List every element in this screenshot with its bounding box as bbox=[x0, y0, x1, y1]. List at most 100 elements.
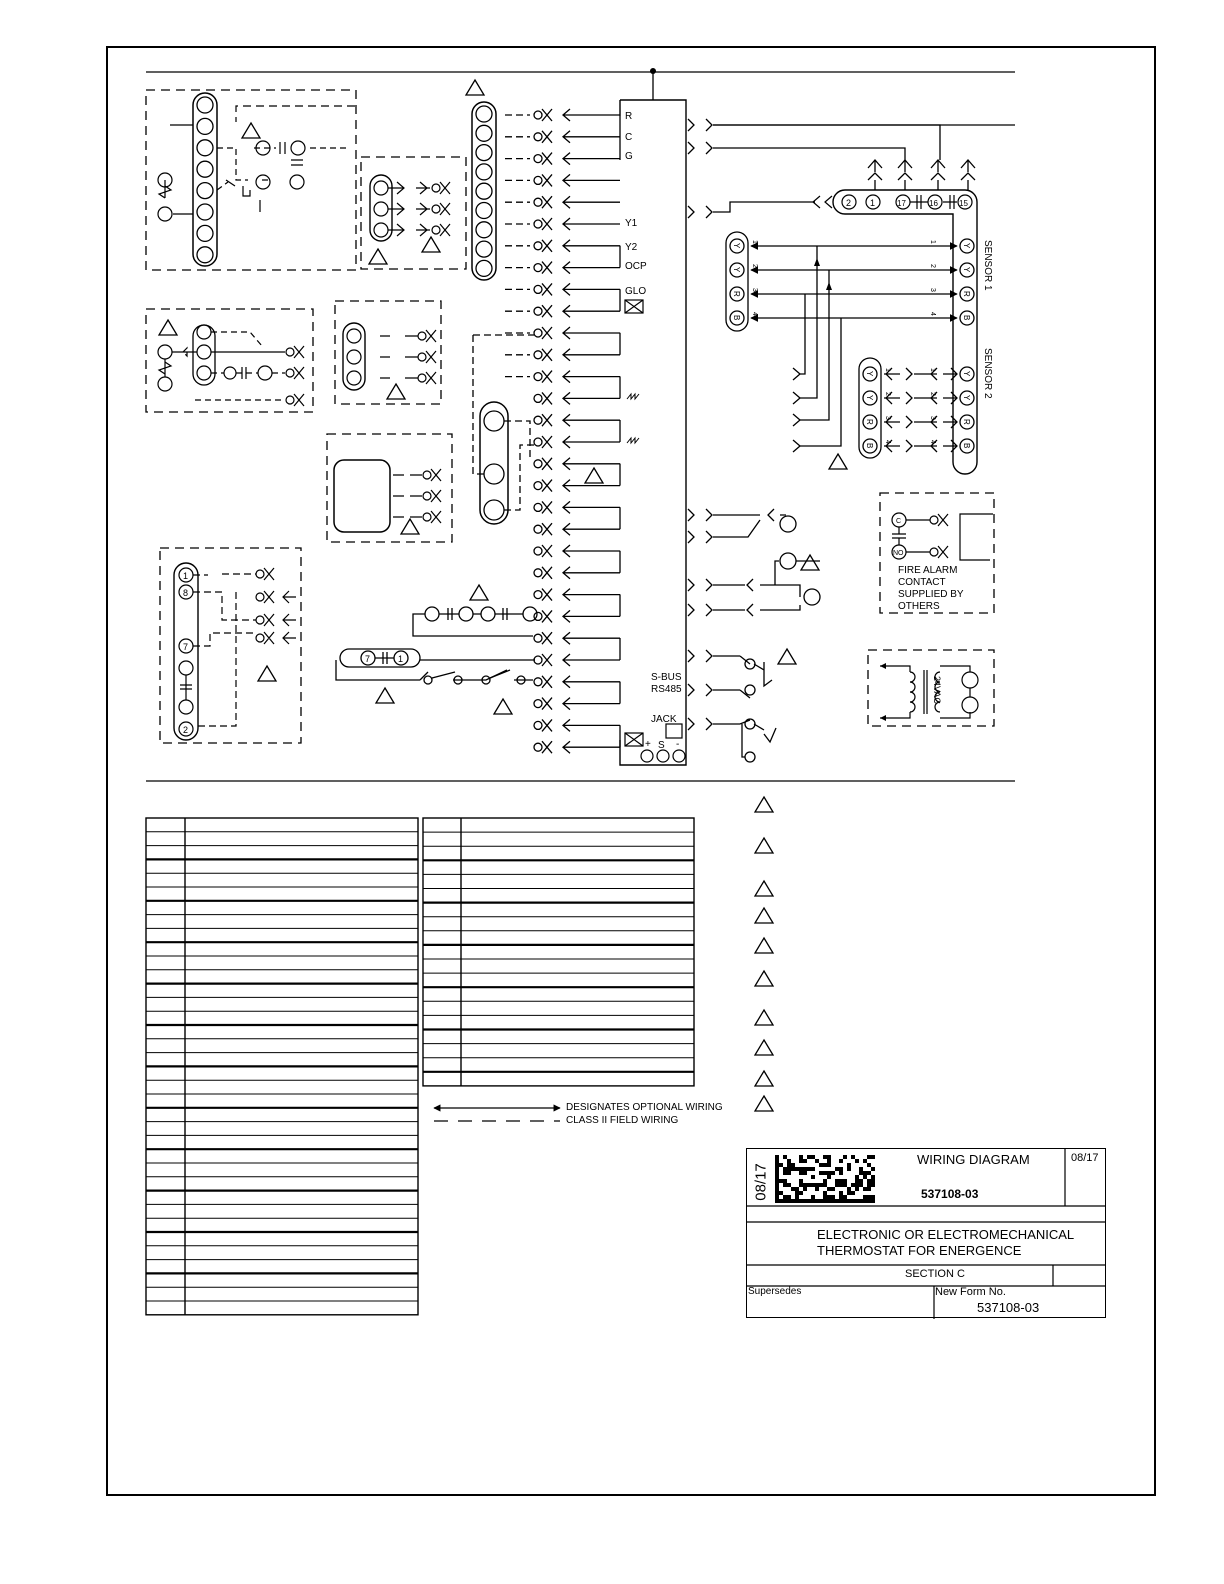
barcode-cell bbox=[779, 1191, 783, 1195]
fork-terminal-mark bbox=[541, 479, 553, 493]
barcode-cell bbox=[851, 1199, 855, 1203]
fork-terminal bbox=[533, 568, 543, 578]
barcode-cell bbox=[843, 1183, 847, 1187]
barcode-cell bbox=[775, 1163, 779, 1167]
barcode-cell bbox=[843, 1179, 847, 1183]
barcode-cell bbox=[867, 1155, 871, 1159]
barcode-cell bbox=[787, 1167, 791, 1171]
title-block-date-rotated: 08/17 bbox=[752, 1163, 770, 1201]
sensor-wire-arrow bbox=[885, 439, 958, 453]
board-lead bbox=[562, 108, 620, 122]
sensor-wire-arrow bbox=[885, 391, 958, 405]
barcode-cell bbox=[815, 1183, 819, 1187]
board-lead bbox=[562, 304, 620, 318]
barcode-cell bbox=[827, 1155, 831, 1159]
fork-terminal-mark bbox=[541, 108, 553, 122]
barcode-cell bbox=[827, 1187, 831, 1191]
glo-box bbox=[624, 299, 686, 763]
board-lead bbox=[562, 740, 620, 754]
legend-optional-wiring: DESIGNATES OPTIONAL WIRING bbox=[566, 1102, 723, 1113]
fork-terminal-mark bbox=[541, 304, 553, 318]
fire-alarm-no: NO bbox=[893, 550, 904, 557]
fork-terminal bbox=[533, 480, 543, 491]
barcode-cell bbox=[799, 1191, 803, 1195]
barcode-cell bbox=[779, 1199, 783, 1203]
terminal-sbus: S-BUS bbox=[651, 672, 682, 683]
board-lead bbox=[562, 152, 620, 166]
fork-terminal bbox=[533, 262, 543, 273]
board-lead bbox=[562, 544, 620, 558]
barcode-cell bbox=[783, 1199, 787, 1203]
barcode-cell bbox=[783, 1195, 787, 1199]
board-lead bbox=[562, 173, 620, 187]
barcode-cell bbox=[775, 1179, 779, 1183]
fork-terminal-mark bbox=[541, 457, 553, 471]
fork-terminal-mark bbox=[541, 152, 553, 166]
board-lead bbox=[562, 500, 620, 514]
terminal-g: G bbox=[625, 151, 633, 162]
barcode-cell bbox=[867, 1195, 871, 1199]
fork-terminal bbox=[533, 720, 543, 731]
sensor-1-left-strip bbox=[725, 231, 749, 332]
sensor-terminal-right bbox=[959, 310, 975, 326]
barcode-cell bbox=[827, 1175, 831, 1179]
barcode-cell bbox=[855, 1187, 859, 1191]
sensor-wire-letter: R bbox=[865, 419, 874, 425]
barcode-cell bbox=[859, 1171, 863, 1175]
fork-terminal-mark bbox=[541, 435, 553, 449]
blower-connector-pin bbox=[196, 96, 214, 114]
barcode-cell bbox=[803, 1171, 807, 1175]
sensor-terminal-left bbox=[862, 438, 878, 454]
strip-pin-2: 2 bbox=[846, 198, 851, 208]
sensor-terminal-left bbox=[729, 238, 745, 254]
barcode-cell bbox=[863, 1199, 867, 1203]
barcode-cell bbox=[831, 1199, 835, 1203]
chain-pin-1: 1 bbox=[398, 654, 403, 664]
barcode-cell bbox=[859, 1167, 863, 1171]
board-lead bbox=[562, 675, 620, 689]
board-lead bbox=[562, 609, 620, 623]
sensor-wire-number: 4 bbox=[884, 440, 891, 444]
fork-terminal-mark bbox=[541, 391, 553, 405]
sensor-terminal-right bbox=[959, 262, 975, 278]
sensor-wire-letter: Y bbox=[962, 267, 971, 273]
barcode-cell bbox=[843, 1195, 847, 1199]
terminal-ocp: OCP bbox=[625, 261, 647, 272]
fork-terminal-mark bbox=[541, 282, 553, 296]
barcode-cell bbox=[851, 1183, 855, 1187]
fork-terminal-mark bbox=[541, 631, 553, 645]
barcode-cell bbox=[839, 1171, 843, 1175]
sensor-terminal-left bbox=[729, 262, 745, 278]
barcode-cell bbox=[839, 1183, 843, 1187]
barcode-cell bbox=[827, 1199, 831, 1203]
fork-terminal-mark bbox=[541, 195, 553, 209]
barcode-cell bbox=[787, 1199, 791, 1203]
sensor-terminal-left bbox=[862, 366, 878, 382]
barcode-cell bbox=[859, 1183, 863, 1187]
fork-terminal-mark bbox=[541, 217, 553, 231]
warning-triangle bbox=[753, 906, 775, 924]
warning-triangle bbox=[753, 879, 775, 897]
description-line-1: ELECTRONIC OR ELECTROMECHANICAL bbox=[817, 1227, 1075, 1242]
sensor-terminal-left bbox=[729, 310, 745, 326]
barcode-cell bbox=[807, 1199, 811, 1203]
board-connector-rows bbox=[505, 108, 621, 754]
barcode-cell bbox=[823, 1163, 827, 1167]
sensor-wire-letter: Y bbox=[962, 243, 971, 249]
fork-terminal bbox=[533, 371, 543, 382]
sensor-wire-letter: B bbox=[865, 443, 874, 448]
fork-terminal bbox=[533, 742, 543, 752]
fork-terminal bbox=[533, 219, 543, 229]
fork-terminal bbox=[533, 459, 543, 469]
board-output-terminal bbox=[687, 530, 713, 544]
barcode-cell bbox=[823, 1195, 827, 1199]
main-connector-pin bbox=[475, 105, 493, 123]
fork-terminal-mark bbox=[541, 566, 553, 580]
barcode-cell bbox=[871, 1183, 875, 1187]
sensor-wire-letter: R bbox=[962, 419, 971, 425]
barcode-cell bbox=[779, 1179, 783, 1183]
barcode-cell bbox=[827, 1159, 831, 1163]
description-line-2: THERMOSTAT FOR ENERGENCE bbox=[817, 1243, 1022, 1258]
barcode-cell bbox=[847, 1199, 851, 1203]
fork-terminal-mark bbox=[541, 697, 553, 711]
